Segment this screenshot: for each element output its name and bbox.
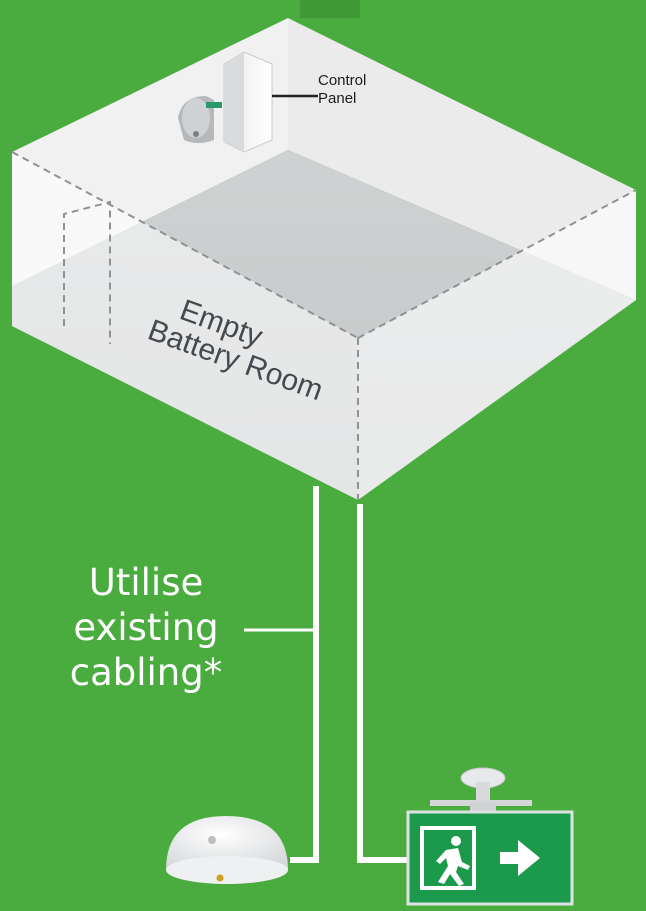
control-panel-icon: [223, 51, 318, 153]
exit-sign-icon: [406, 767, 574, 906]
cabling-label-line1: Utilise: [88, 561, 204, 604]
cabling-label: Utilise existing cabling*: [46, 560, 246, 695]
front-wall-left: [12, 152, 358, 500]
cabling-label-line2: existing: [73, 606, 219, 649]
cable-left: [290, 486, 319, 863]
wall-detector-icon: [178, 96, 222, 143]
title-remnant: [300, 0, 360, 18]
front-wall-right: [358, 190, 636, 500]
arrow-right-icon: [495, 832, 547, 884]
smoke-detector-icon: [166, 816, 288, 884]
room-dashed-edges: [11, 151, 637, 500]
back-wall-right: [288, 18, 636, 300]
cabling-label-line3: cabling*: [69, 651, 223, 694]
control-panel-label: Control Panel: [318, 72, 367, 107]
cable-right: [357, 504, 410, 863]
running-man-icon: [436, 836, 470, 886]
cables: [244, 486, 410, 863]
